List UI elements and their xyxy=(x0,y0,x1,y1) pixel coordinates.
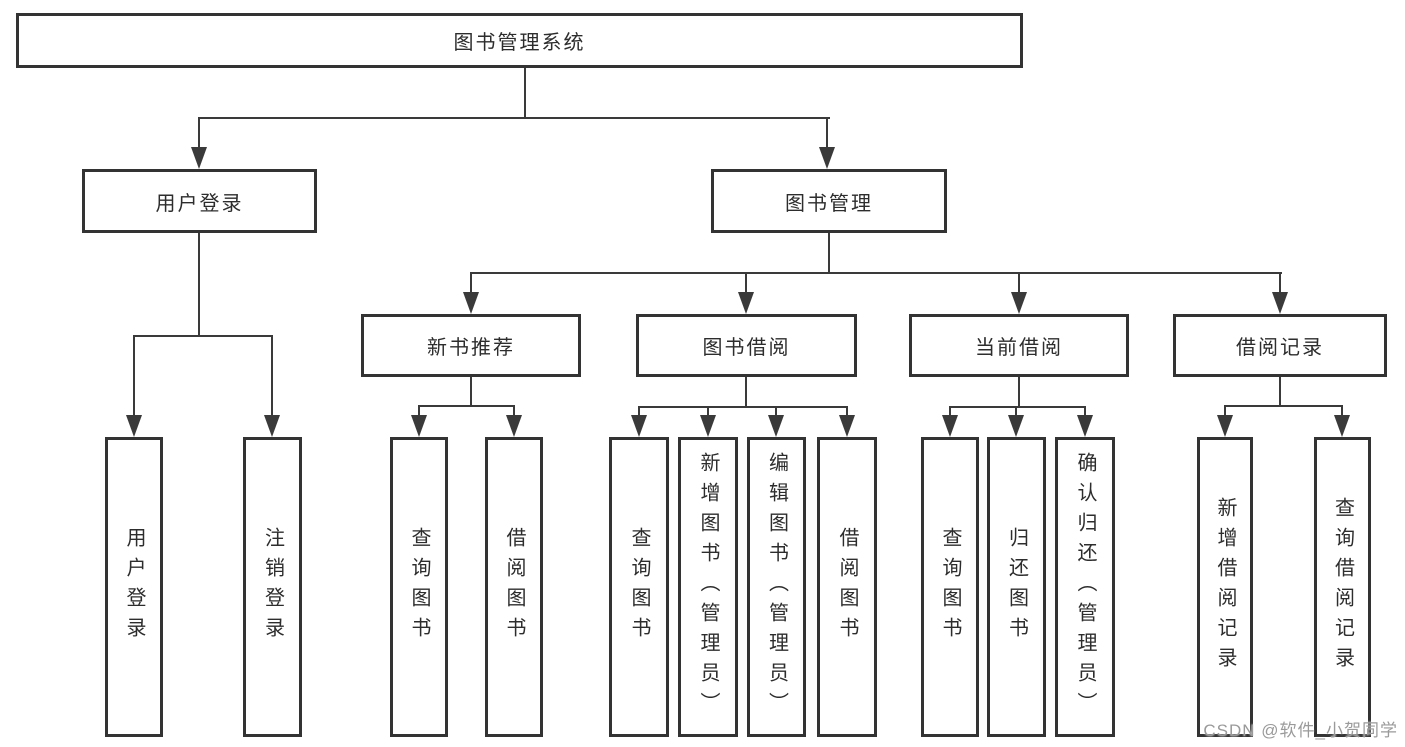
node-borrow-records: 借阅记录 xyxy=(1173,314,1387,377)
arrow-down-icon xyxy=(506,415,522,437)
node-label: 新书推荐 xyxy=(427,337,515,359)
connector-line xyxy=(198,233,200,336)
connector-line xyxy=(470,272,1282,274)
node-leaf-bb-borrow-book: 借阅图书 xyxy=(817,437,877,737)
node-leaf-bb-edit-book: 编辑图书（管理员） xyxy=(747,437,806,737)
node-leaf-rec-borrow-book: 借阅图书 xyxy=(485,437,543,737)
node-label: 编辑图书（管理员） xyxy=(765,452,788,722)
arrow-down-icon xyxy=(411,415,427,437)
node-leaf-cb-query-book: 查询图书 xyxy=(921,437,979,737)
arrow-down-icon xyxy=(738,292,754,314)
connector-line xyxy=(1015,406,1017,415)
node-label: 新增借阅记录 xyxy=(1214,497,1236,677)
node-label: 借阅记录 xyxy=(1236,337,1324,359)
connector-line xyxy=(745,377,747,407)
csdn-watermark: CSDN @软件_小贺同学 xyxy=(1203,721,1398,740)
arrow-down-icon xyxy=(819,147,835,169)
node-label: 新增图书（管理员） xyxy=(697,452,719,722)
node-label: 查询图书 xyxy=(939,527,961,647)
connector-line xyxy=(826,117,828,147)
connector-line xyxy=(1279,377,1281,406)
connector-line xyxy=(133,335,273,337)
connector-line xyxy=(707,406,709,415)
arrow-down-icon xyxy=(700,415,716,437)
node-leaf-bb-add-book: 新增图书（管理员） xyxy=(678,437,738,737)
connector-line xyxy=(418,405,420,415)
node-label: 当前借阅 xyxy=(975,337,1063,359)
node-book-management: 图书管理 xyxy=(711,169,947,233)
connector-line xyxy=(1341,405,1343,415)
node-user-login: 用户登录 xyxy=(82,169,317,233)
arrow-down-icon xyxy=(1272,292,1288,314)
connector-line xyxy=(1018,272,1020,292)
node-label: 用户登录 xyxy=(155,192,244,215)
node-label: 注销登录 xyxy=(261,527,284,647)
node-label: 借阅图书 xyxy=(503,527,525,647)
arrow-down-icon xyxy=(631,415,647,437)
node-current-borrow: 当前借阅 xyxy=(909,314,1129,377)
connector-line xyxy=(1224,405,1226,415)
node-library-system: 图书管理系统 xyxy=(16,13,1023,68)
node-leaf-bb-query-book: 查询图书 xyxy=(609,437,669,737)
node-leaf-cb-return-book: 归还图书 xyxy=(987,437,1046,737)
connector-line xyxy=(198,117,200,147)
node-label: 用户登录 xyxy=(123,527,145,647)
connector-line xyxy=(949,406,1086,408)
connector-line xyxy=(470,272,472,292)
connector-line xyxy=(775,406,777,415)
connector-line xyxy=(949,406,951,415)
arrow-down-icon xyxy=(126,415,142,437)
node-leaf-logout: 注销登录 xyxy=(243,437,302,737)
arrow-down-icon xyxy=(191,147,207,169)
node-label: 归还图书 xyxy=(1005,527,1028,647)
connector-line xyxy=(1084,406,1086,415)
node-leaf-br-query-record: 查询借阅记录 xyxy=(1314,437,1371,737)
connector-line xyxy=(1279,272,1281,292)
connector-line xyxy=(638,406,848,408)
connector-line xyxy=(133,335,135,415)
connector-line xyxy=(198,117,830,119)
connector-line xyxy=(524,68,526,118)
node-label: 查询图书 xyxy=(628,527,650,647)
node-leaf-rec-query-book: 查询图书 xyxy=(390,437,448,737)
connector-line xyxy=(745,272,747,292)
node-leaf-cb-confirm-return: 确认归还（管理员） xyxy=(1055,437,1115,737)
node-label: 查询图书 xyxy=(408,527,430,647)
arrow-down-icon xyxy=(1217,415,1233,437)
arrow-down-icon xyxy=(839,415,855,437)
arrow-down-icon xyxy=(463,292,479,314)
node-label: 图书管理系统 xyxy=(453,32,586,54)
node-leaf-user-login: 用户登录 xyxy=(105,437,163,737)
node-label: 查询借阅记录 xyxy=(1331,497,1354,677)
arrow-down-icon xyxy=(1008,415,1024,437)
node-new-book-recommend: 新书推荐 xyxy=(361,314,581,377)
connector-line xyxy=(846,406,848,415)
arrow-down-icon xyxy=(1077,415,1093,437)
arrow-down-icon xyxy=(264,415,280,437)
arrow-down-icon xyxy=(942,415,958,437)
connector-line xyxy=(470,377,472,406)
arrow-down-icon xyxy=(768,415,784,437)
arrow-down-icon xyxy=(1334,415,1350,437)
connector-line xyxy=(513,405,515,415)
connector-line xyxy=(1018,377,1020,407)
connector-line xyxy=(638,406,640,415)
node-label: 图书管理 xyxy=(785,192,873,215)
node-label: 借阅图书 xyxy=(836,527,858,647)
node-leaf-br-add-record: 新增借阅记录 xyxy=(1197,437,1253,737)
connector-line xyxy=(418,405,515,407)
arrow-down-icon xyxy=(1011,292,1027,314)
connector-line xyxy=(271,335,273,415)
node-label: 图书借阅 xyxy=(702,337,791,359)
node-label: 确认归还（管理员） xyxy=(1074,452,1096,722)
node-book-borrow: 图书借阅 xyxy=(636,314,857,377)
connector-line xyxy=(828,233,830,273)
connector-line xyxy=(1224,405,1343,407)
